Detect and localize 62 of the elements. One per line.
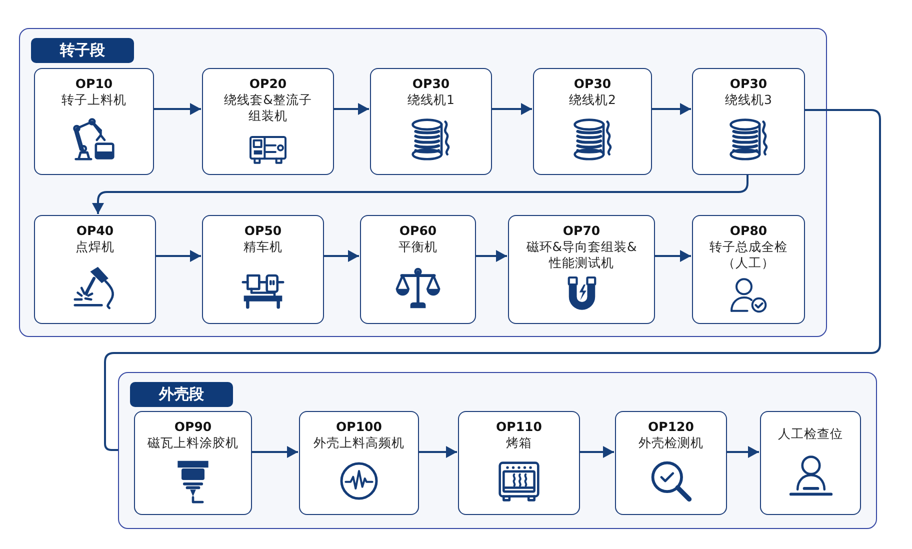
connector-line (104, 109, 881, 451)
process-box (299, 411, 419, 515)
process-box (202, 68, 334, 175)
step-code: OP80 (730, 222, 768, 239)
process-box (615, 411, 727, 515)
step-name: 人工检查位 (778, 426, 843, 442)
step-name: 精车机 (244, 239, 282, 255)
arrow (333, 103, 369, 115)
step-code: OP90 (174, 418, 212, 435)
step-name: 烤箱 (506, 435, 532, 451)
arrow (475, 250, 507, 262)
step-code: OP30 (412, 75, 450, 92)
process-box (533, 68, 652, 175)
step-code: OP100 (336, 418, 382, 435)
step-name: 磁瓦上料涂胶机 (148, 435, 238, 451)
arrow (418, 446, 457, 458)
step-name: 转子上料机 (62, 92, 126, 108)
step-name: 点焊机 (76, 239, 114, 255)
process-box (134, 411, 252, 515)
section-tag: 转子段 (31, 38, 134, 63)
arrow (251, 446, 298, 458)
process-box (202, 215, 324, 324)
arrow (579, 446, 614, 458)
process-box (370, 68, 492, 175)
arrow (654, 250, 691, 262)
step-code: OP120 (648, 418, 694, 435)
process-box (458, 411, 580, 515)
step-code: OP20 (249, 75, 287, 92)
process-box (692, 68, 805, 175)
step-name: 绕线机3 (725, 92, 772, 108)
arrow (153, 103, 201, 115)
process-box (360, 215, 476, 324)
step-code: OP10 (75, 75, 113, 92)
step-name: 绕线机2 (569, 92, 616, 108)
step-code: OP110 (496, 418, 542, 435)
process-box (34, 68, 154, 175)
step-code: OP40 (76, 222, 114, 239)
section-panel (19, 28, 827, 337)
arrow (491, 103, 532, 115)
step-name: 外壳检测机 (638, 435, 704, 451)
step-name: 绕线机1 (408, 92, 454, 108)
arrow (323, 250, 359, 262)
arrow (92, 174, 748, 214)
section-tag: 外壳段 (130, 382, 233, 407)
step-code: OP50 (244, 222, 282, 239)
process-box (760, 411, 861, 515)
step-code: OP70 (562, 222, 600, 239)
step-name: 外壳上料高频机 (314, 435, 404, 451)
arrow (726, 446, 759, 458)
arrow (155, 250, 201, 262)
step-name: 绕线套&整流子组装机 (224, 92, 312, 124)
step-code: OP30 (574, 75, 612, 92)
step-name: 磁环&导向套组装&性能测试机 (525, 239, 638, 271)
step-code: OP30 (730, 75, 768, 92)
section-panel (118, 372, 877, 529)
step-name: 转子总成全检（人工） (708, 239, 788, 271)
step-code: OP60 (399, 222, 437, 239)
step-name: 平衡机 (398, 239, 438, 255)
arrow (651, 103, 691, 115)
process-box (508, 215, 655, 324)
process-box (692, 215, 805, 324)
process-box (34, 215, 156, 324)
